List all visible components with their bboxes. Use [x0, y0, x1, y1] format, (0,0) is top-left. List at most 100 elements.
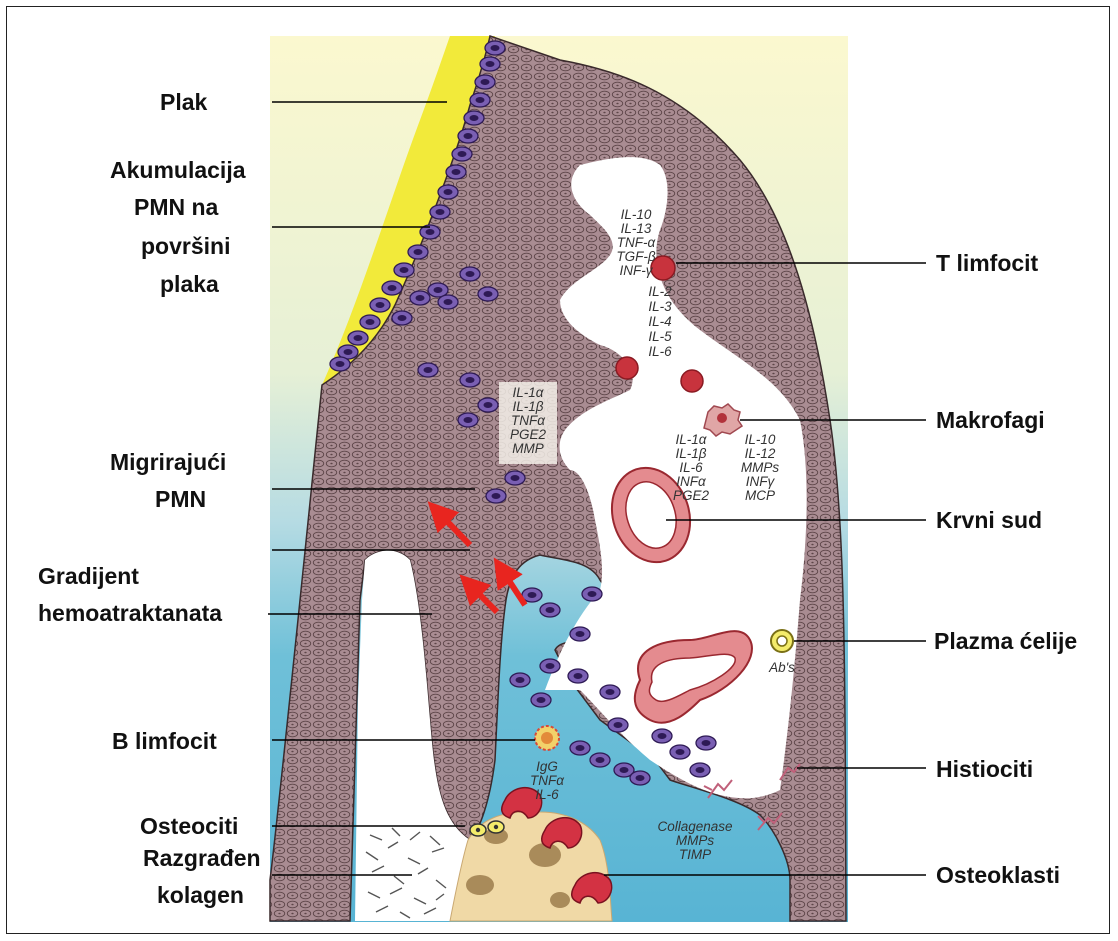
- pmn-cell: [446, 165, 466, 179]
- cyt-t-bottom: IL-5: [648, 329, 672, 344]
- t-lymphocyte: [681, 370, 703, 392]
- cyt-histio: Collagenase: [657, 819, 732, 834]
- label-migrirajuci-1: Migrirajući: [110, 449, 226, 475]
- pmn-cell: [486, 489, 506, 503]
- cyt-mac-right: IL-10: [745, 432, 776, 447]
- pmn-cell: [590, 753, 610, 767]
- pmn-cell: [382, 281, 402, 295]
- label-gradijent-1: Gradijent: [38, 563, 139, 589]
- pmn-cell: [570, 627, 590, 641]
- cyt-mac-left: IL-1β: [676, 446, 707, 461]
- pmn-cell: [458, 129, 478, 143]
- cyt-b-cell: IL-6: [535, 787, 559, 802]
- cyt-pmn: MMP: [512, 441, 544, 456]
- pmn-cell: [438, 295, 458, 309]
- cyt-t-top: TGF-β: [616, 249, 655, 264]
- label-b-limfocit: B limfocit: [112, 728, 217, 754]
- pmn-cell: [394, 263, 414, 277]
- bone-lacuna: [466, 875, 494, 895]
- pmn-cell: [408, 245, 428, 259]
- cyt-b-cell: TNFα: [530, 773, 565, 788]
- pmn-cell: [460, 267, 480, 281]
- label-razgradjen-1: Razgrađen: [143, 845, 261, 871]
- pmn-cell: [438, 185, 458, 199]
- label-migrirajuci-2: PMN: [155, 486, 206, 512]
- pmn-cell: [531, 693, 551, 707]
- cyt-t-bottom: IL-6: [648, 344, 672, 359]
- label-akumulacija-2: PMN na: [134, 194, 219, 220]
- pmn-cell: [696, 736, 716, 750]
- cyt-t-bottom: IL-4: [648, 314, 671, 329]
- pmn-cell: [418, 363, 438, 377]
- bone-lacuna: [550, 892, 570, 908]
- cyt-t-top: IL-10: [621, 207, 652, 222]
- pmn-cell: [652, 729, 672, 743]
- cyt-t-top: TNF-α: [617, 235, 657, 250]
- cyt-t-top: INF-γ: [620, 263, 654, 278]
- label-osteociti: Osteociti: [140, 813, 238, 839]
- pmn-cell: [568, 669, 588, 683]
- cyt-mac-left: INFα: [676, 474, 707, 489]
- pmn-cell: [540, 659, 560, 673]
- label-osteoklasti: Osteoklasti: [936, 862, 1060, 888]
- pmn-cell: [480, 57, 500, 71]
- pmn-cell: [608, 718, 628, 732]
- cyt-mac-right: INFγ: [746, 474, 776, 489]
- label-histiociti: Histiociti: [936, 756, 1033, 782]
- cyt-histio: MMPs: [676, 833, 714, 848]
- cyt-t-top: IL-13: [621, 221, 652, 236]
- pmn-cell: [510, 673, 530, 687]
- pmn-cell: [475, 75, 495, 89]
- pmn-cell: [452, 147, 472, 161]
- pmn-cell: [348, 331, 368, 345]
- pmn-cell: [505, 471, 525, 485]
- pmn-cell: [430, 205, 450, 219]
- bone-lacuna: [529, 843, 561, 867]
- pmn-cell: [470, 93, 490, 107]
- label-plak: Plak: [160, 89, 208, 115]
- cyt-plasma: Ab's: [768, 660, 795, 675]
- pmn-cell: [330, 357, 350, 371]
- cyt-pmn: IL-1α: [513, 385, 545, 400]
- label-gradijent-2: hemoatraktanata: [38, 600, 222, 626]
- pmn-cell: [485, 41, 505, 55]
- cyt-pmn: IL-1β: [513, 399, 544, 414]
- cyt-mac-left: IL-6: [679, 460, 703, 475]
- pmn-cell: [582, 587, 602, 601]
- label-krvni-sud: Krvni sud: [936, 507, 1042, 533]
- label-t-limfocit: T limfocit: [936, 250, 1039, 276]
- cyt-histio: TIMP: [679, 847, 711, 862]
- label-razgradjen-2: kolagen: [157, 882, 244, 908]
- label-plazma: Plazma ćelije: [934, 628, 1077, 654]
- pmn-cell: [630, 771, 650, 785]
- cyt-mac-right: MCP: [745, 488, 775, 503]
- pmn-cell: [600, 685, 620, 699]
- plasma-cell: [771, 630, 793, 652]
- pmn-cell: [464, 111, 484, 125]
- cyt-mac-left: IL-1α: [676, 432, 708, 447]
- pmn-cell: [410, 291, 430, 305]
- pmn-cell: [570, 741, 590, 755]
- pmn-cell: [540, 603, 560, 617]
- cyt-pmn: TNFα: [511, 413, 546, 428]
- cyt-b-cell: IgG: [536, 759, 558, 774]
- label-akumulacija-3: površini: [141, 233, 230, 259]
- pmn-cell: [460, 373, 480, 387]
- pmn-cell: [370, 298, 390, 312]
- cyt-mac-right: MMPs: [741, 460, 779, 475]
- t-lymphocyte: [616, 357, 638, 379]
- pmn-cell: [670, 745, 690, 759]
- cyt-pmn: PGE2: [510, 427, 547, 442]
- label-makrofagi: Makrofagi: [936, 407, 1045, 433]
- pmn-cell: [478, 398, 498, 412]
- pmn-cell: [360, 315, 380, 329]
- b-lymphocyte: [535, 726, 559, 750]
- label-akumulacija-4: plaka: [160, 271, 219, 297]
- cyt-t-bottom: IL-2: [648, 284, 672, 299]
- cyt-mac-right: IL-12: [745, 446, 776, 461]
- label-akumulacija-1: Akumulacija: [110, 157, 246, 183]
- pmn-cell: [478, 287, 498, 301]
- cyt-t-bottom: IL-3: [648, 299, 672, 314]
- pmn-cell: [392, 311, 412, 325]
